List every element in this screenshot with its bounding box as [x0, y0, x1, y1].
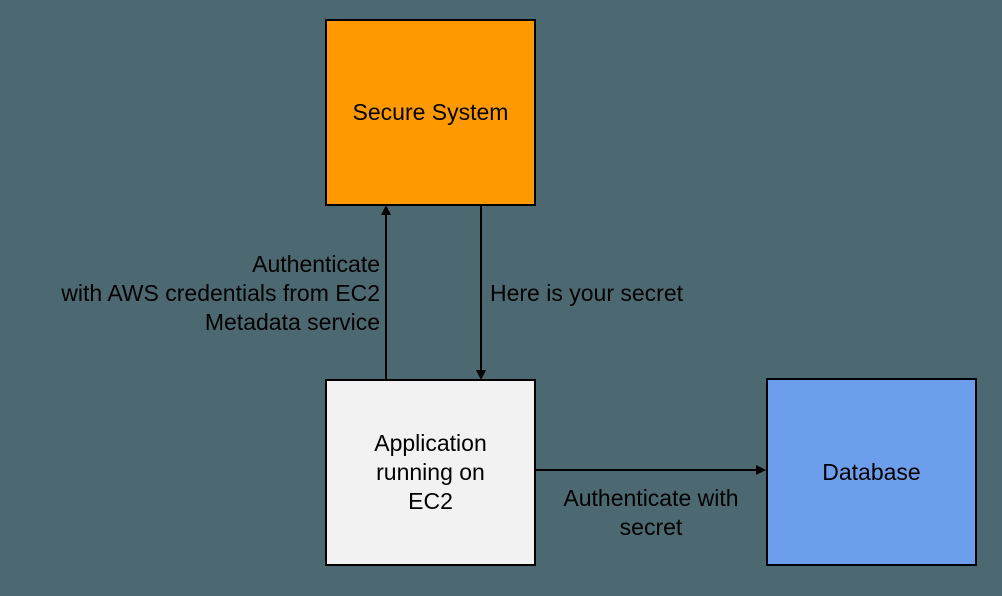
arrow-up-head-icon	[381, 205, 391, 215]
edge-label-line: Metadata service	[204, 309, 380, 335]
arrow-right-head-icon	[756, 465, 766, 475]
edge-label-line: with AWS credentials from EC2	[61, 280, 380, 306]
edge-authenticate-aws-label: Authenticate with AWS credentials from E…	[10, 250, 380, 337]
node-secure-system-label: Secure System	[352, 99, 509, 125]
edge-label-line: Authenticate with	[563, 485, 739, 511]
edge-here-is-your-secret-label: Here is your secret	[490, 279, 683, 308]
node-application-label-line: running on	[376, 459, 485, 485]
node-database: Database	[766, 378, 977, 566]
node-application-label-line: Application	[374, 430, 487, 456]
edge-here-is-your-secret-line	[480, 206, 482, 371]
edge-label-line: Authenticate	[252, 251, 380, 277]
edge-authenticate-with-secret-label: Authenticate with secret	[546, 484, 756, 542]
node-database-label: Database	[822, 458, 921, 485]
arrow-down-head-icon	[476, 370, 486, 380]
node-secure-system: Secure System	[325, 19, 536, 206]
edge-label-line: secret	[619, 514, 683, 540]
node-application: Application running on EC2	[325, 379, 536, 566]
node-application-label-line: EC2	[408, 488, 453, 514]
edge-authenticate-aws-line	[385, 213, 387, 380]
edge-authenticate-with-secret-line	[536, 469, 757, 471]
edge-label-line: Here is your secret	[490, 280, 684, 306]
